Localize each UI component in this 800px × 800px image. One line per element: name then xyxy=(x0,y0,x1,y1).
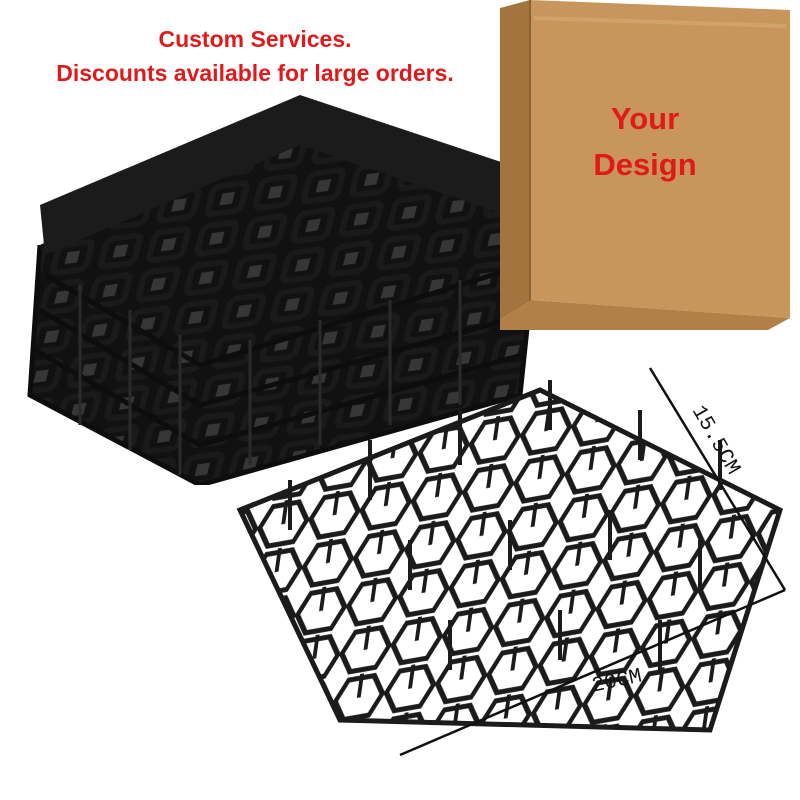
promo-headline: Custom Services. Discounts available for… xyxy=(20,22,490,90)
box-label-line-1: Your xyxy=(610,101,680,136)
box-shape xyxy=(500,0,790,330)
stacked-mats-image xyxy=(27,95,543,485)
promo-line-1: Custom Services. xyxy=(158,26,352,52)
box-label-line-2: Design xyxy=(593,147,697,182)
promo-line-2: Discounts available for large orders. xyxy=(56,60,454,86)
cardboard-box: Your Design xyxy=(500,0,790,330)
box-label: Your Design xyxy=(540,96,750,188)
